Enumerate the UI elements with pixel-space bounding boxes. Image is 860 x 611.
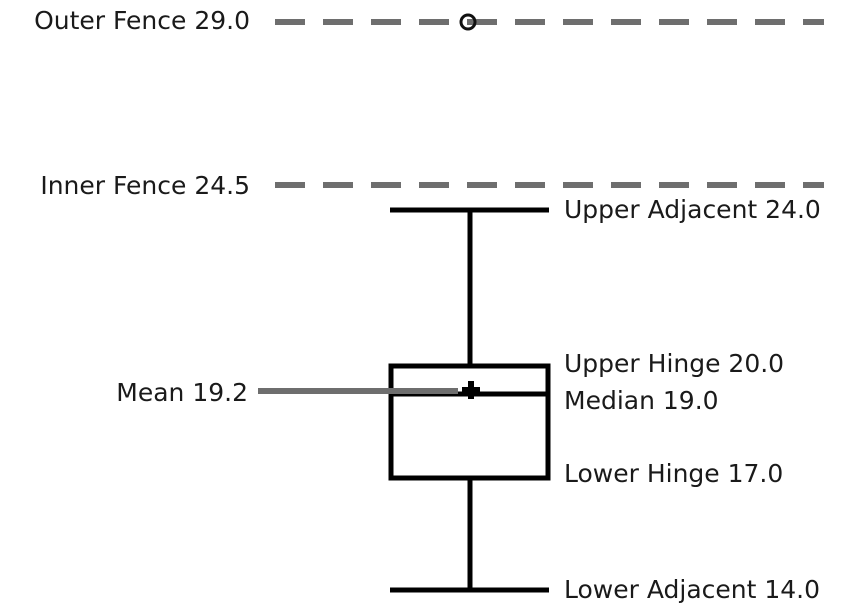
outlier-point-marker bbox=[459, 13, 477, 31]
lower-adjacent-label: Lower Adjacent 14.0 bbox=[564, 575, 821, 604]
lower-hinge-label: Lower Hinge 17.0 bbox=[564, 459, 784, 488]
upper-hinge-label: Upper Hinge 20.0 bbox=[564, 349, 785, 378]
median-label: Median 19.0 bbox=[564, 386, 719, 415]
inner-fence-label: Inner Fence 24.5 bbox=[40, 171, 250, 200]
outer-fence-label: Outer Fence 29.0 bbox=[34, 6, 250, 35]
mean-label: Mean 19.2 bbox=[116, 378, 248, 407]
upper-adjacent-label: Upper Adjacent 24.0 bbox=[564, 195, 821, 224]
mean-plus-marker bbox=[462, 381, 480, 399]
